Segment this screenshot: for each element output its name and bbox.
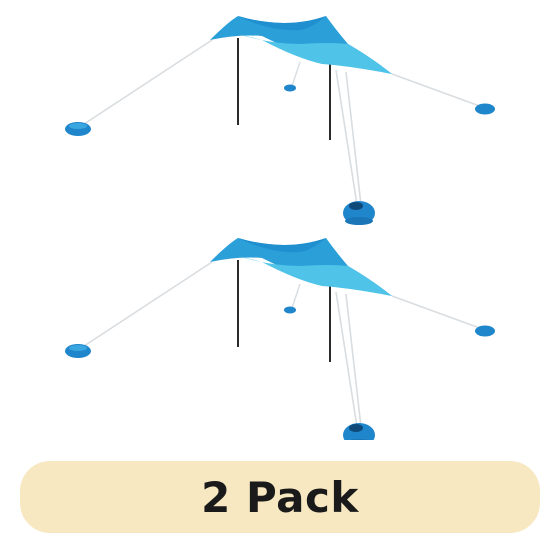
tent-1 — [64, 15, 496, 226]
pack-count-badge: 2 Pack — [20, 461, 540, 533]
beach-shade-tents-photo — [64, 15, 496, 440]
pack-count-label: 2 Pack — [201, 472, 359, 522]
tent-2 — [64, 237, 496, 440]
